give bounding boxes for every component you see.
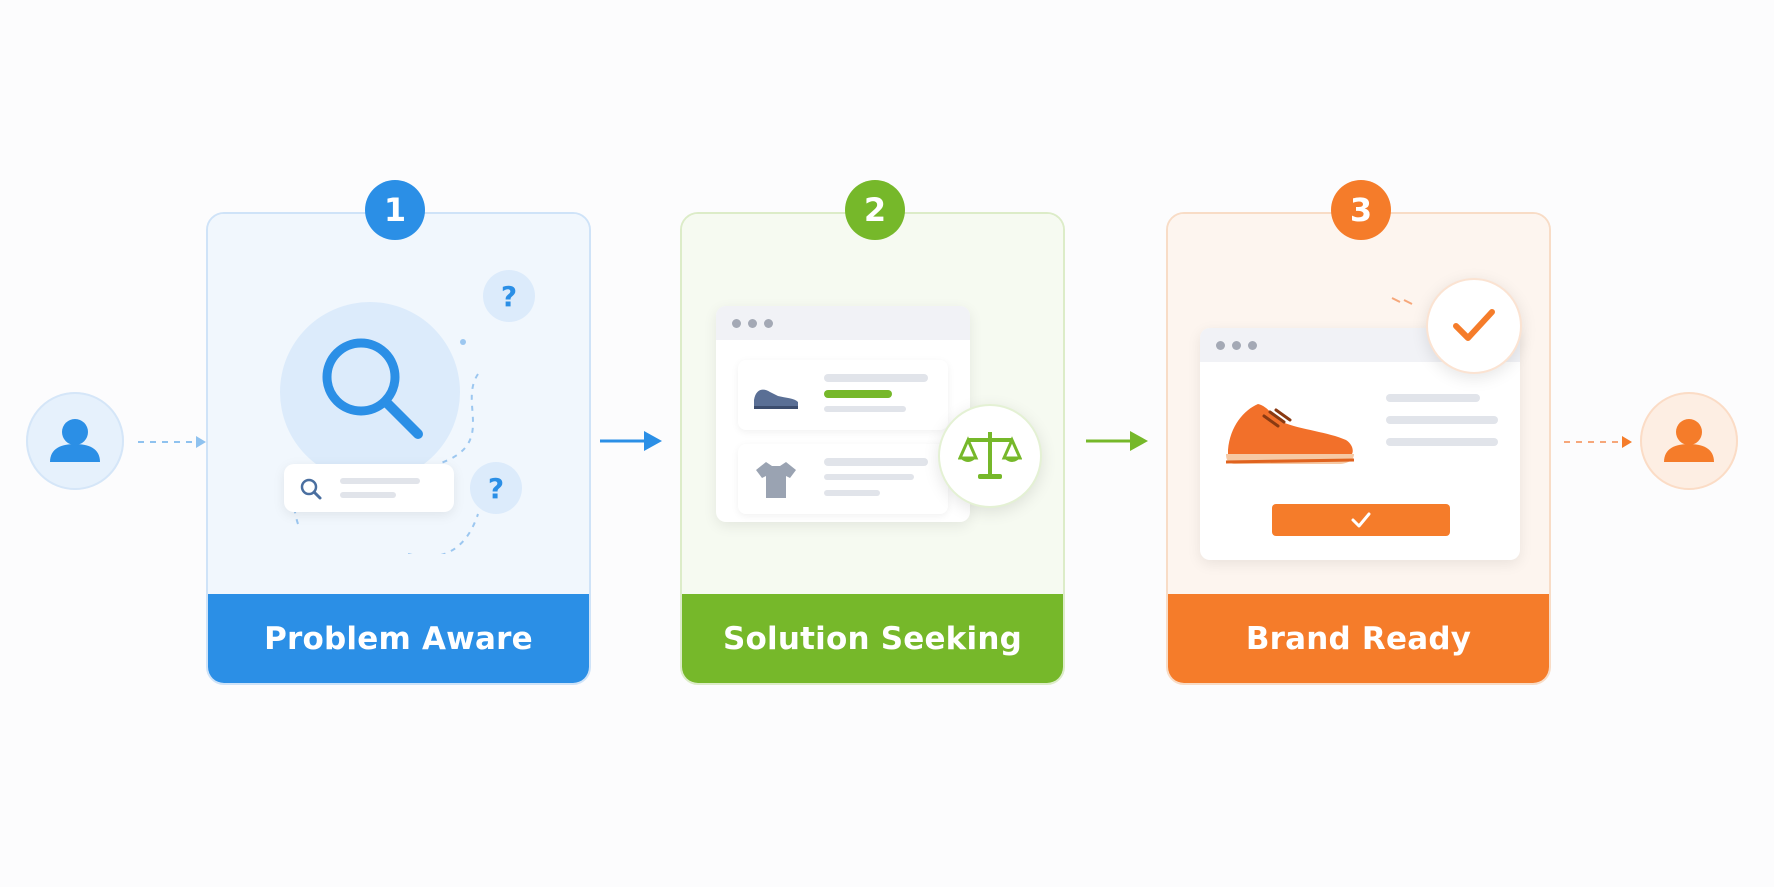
question-mark-icon: ? xyxy=(483,270,535,322)
stage-3-badge: 3 xyxy=(1331,180,1391,240)
browser-window-icon xyxy=(716,306,970,522)
user-icon xyxy=(26,392,124,490)
stage-3-label: Brand Ready xyxy=(1168,594,1549,683)
sparkle-dashes xyxy=(1391,297,1413,305)
stage-1-card: ? ? Problem Aware xyxy=(206,212,591,685)
sneaker-icon xyxy=(1225,404,1355,464)
checkmark-icon xyxy=(1351,512,1371,528)
question-mark-icon: ? xyxy=(470,462,522,514)
product-row xyxy=(738,360,948,430)
search-bar-icon xyxy=(284,464,454,512)
buy-button-icon xyxy=(1272,504,1450,536)
stage-1-badge: 1 xyxy=(365,180,425,240)
stage-1-label: Problem Aware xyxy=(208,594,589,683)
stage-2-card: Solution Seeking xyxy=(680,212,1065,685)
product-row xyxy=(738,444,948,514)
end-persona xyxy=(1640,392,1738,490)
user-icon xyxy=(1640,392,1738,490)
browser-window-icon xyxy=(1200,328,1520,560)
compare-badge xyxy=(938,404,1042,508)
approved-badge xyxy=(1426,278,1522,374)
scale-balance-icon xyxy=(958,432,1022,479)
arrow-1-to-2 xyxy=(600,431,662,451)
arrow-2-to-3 xyxy=(1086,431,1148,451)
start-persona xyxy=(26,392,124,490)
search-icon xyxy=(300,478,322,500)
checkmark-icon xyxy=(1453,309,1495,341)
end-connector-arrow xyxy=(1564,436,1632,448)
shoe-icon xyxy=(754,389,798,409)
magnifier-icon xyxy=(322,338,423,439)
start-connector-arrow xyxy=(138,436,206,448)
stage-2-badge: 2 xyxy=(845,180,905,240)
stage-2-label: Solution Seeking xyxy=(682,594,1063,683)
tshirt-icon xyxy=(756,462,796,498)
stage-3-card: Brand Ready xyxy=(1166,212,1551,685)
